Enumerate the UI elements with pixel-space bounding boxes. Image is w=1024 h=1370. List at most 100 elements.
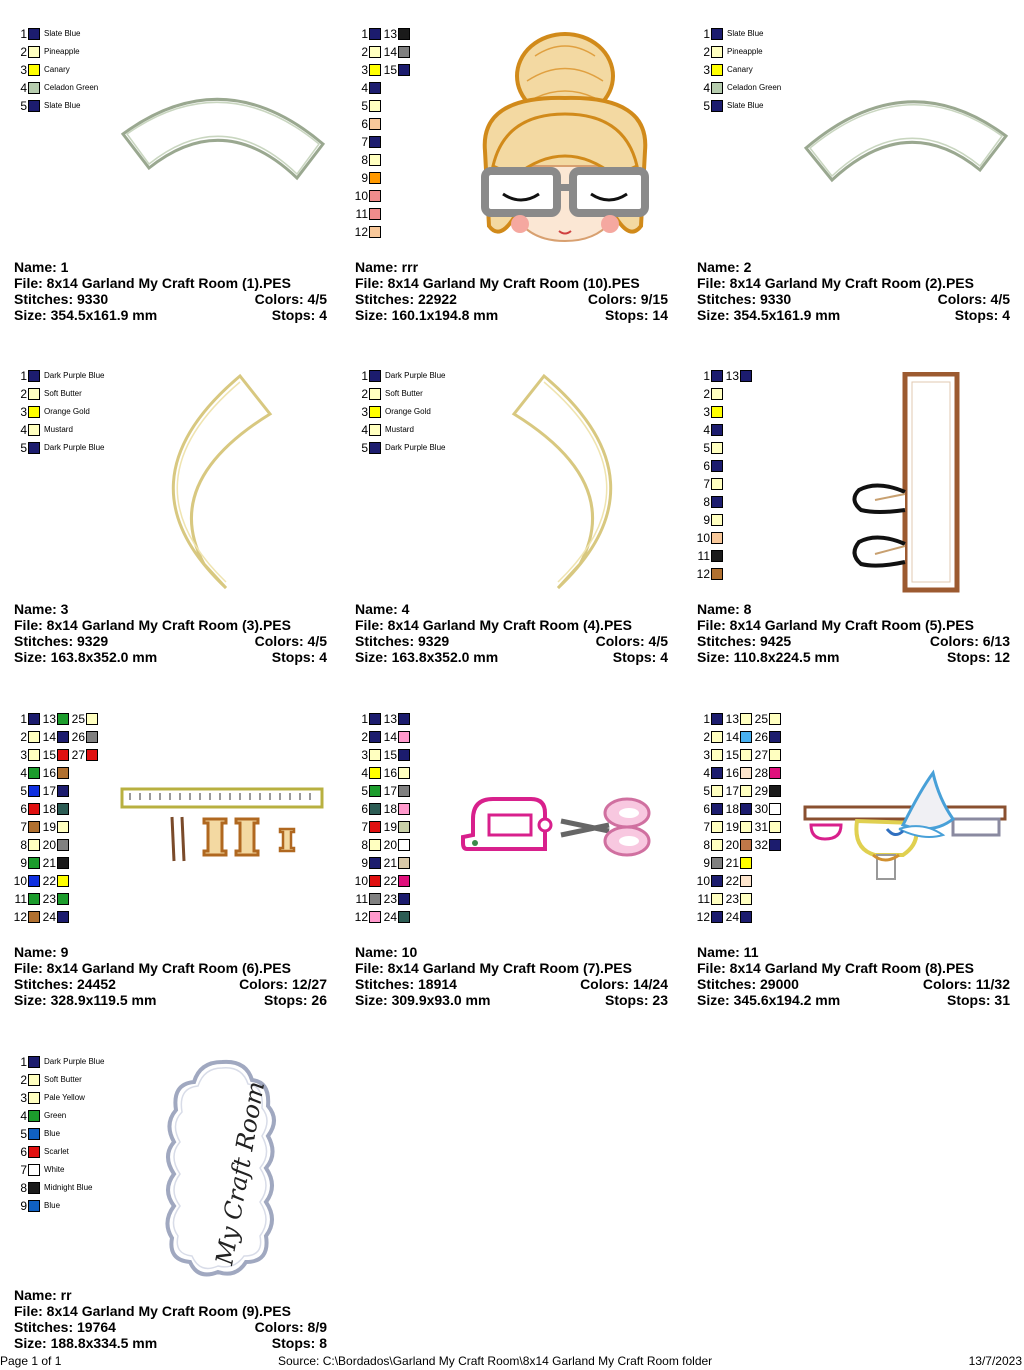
color-swatch [740, 893, 752, 905]
color-index: 2 [361, 387, 368, 401]
color-index: 2 [703, 387, 710, 401]
design-colors: Colors: 9/15 [587, 291, 668, 307]
color-index: 21 [725, 856, 739, 870]
color-index: 5 [20, 441, 27, 455]
design-name: Name: 9 [14, 944, 69, 960]
color-index: 15 [383, 63, 397, 77]
color-index: 10 [13, 874, 27, 888]
design-preview-cloud-sign: My Craft Room [165, 1059, 276, 1277]
color-name: Dark Purple Blue [44, 1057, 105, 1066]
color-swatch [28, 28, 40, 40]
color-index: 12 [13, 910, 27, 924]
color-index: 23 [725, 892, 739, 906]
design-stitches: Stitches: 29000 [697, 976, 799, 992]
color-swatch [28, 82, 40, 94]
design-colors: Colors: 4/5 [254, 633, 327, 649]
color-swatch [369, 731, 381, 743]
design-stops: Stops: 4 [271, 307, 327, 323]
color-index: 6 [703, 802, 710, 816]
color-index: 7 [703, 477, 710, 491]
design-size: Size: 354.5x161.9 mm [697, 307, 841, 323]
color-index: 24 [42, 910, 56, 924]
color-index: 12 [696, 910, 710, 924]
color-swatch [769, 767, 781, 779]
color-index: 3 [703, 748, 710, 762]
color-index: 8 [20, 1181, 27, 1195]
design-colors: Colors: 6/13 [929, 633, 1010, 649]
design-colors: Colors: 8/9 [254, 1319, 327, 1335]
color-swatch [711, 857, 723, 869]
design-stitches: Stitches: 9329 [355, 633, 450, 649]
color-name: Green [44, 1111, 67, 1120]
color-swatch [57, 839, 69, 851]
color-swatch [28, 1146, 40, 1158]
color-index: 2 [361, 45, 368, 59]
color-index: 4 [20, 423, 27, 437]
color-swatch [740, 839, 752, 851]
color-index: 5 [703, 441, 710, 455]
color-swatch [711, 749, 723, 761]
color-swatch [369, 424, 381, 436]
color-swatch [28, 64, 40, 76]
color-swatch [740, 857, 752, 869]
color-index: 5 [703, 99, 710, 113]
color-name: Scarlet [44, 1147, 69, 1156]
color-swatch [711, 82, 723, 94]
color-index: 14 [383, 730, 397, 744]
color-swatch [369, 208, 381, 220]
color-index: 3 [361, 405, 368, 419]
color-swatch [398, 857, 410, 869]
color-index: 4 [20, 766, 27, 780]
color-swatch [711, 731, 723, 743]
color-swatch [369, 388, 381, 400]
color-name: Celadon Green [727, 83, 782, 92]
design-colors: Colors: 11/32 [922, 976, 1010, 992]
color-index: 1 [703, 27, 710, 41]
color-swatch [369, 839, 381, 851]
color-swatch [711, 713, 723, 725]
color-index: 24 [725, 910, 739, 924]
color-swatch [28, 370, 40, 382]
color-swatch [398, 911, 410, 923]
color-swatch [398, 839, 410, 851]
color-index: 16 [725, 766, 739, 780]
color-index: 7 [361, 135, 368, 149]
color-swatch [769, 785, 781, 797]
color-index: 7 [361, 820, 368, 834]
color-index: 2 [20, 730, 27, 744]
color-index: 11 [697, 549, 710, 563]
color-index: 1 [703, 712, 710, 726]
color-swatch [28, 46, 40, 58]
color-index: 6 [703, 459, 710, 473]
color-index: 4 [361, 423, 368, 437]
color-name: Orange Gold [385, 407, 431, 416]
color-swatch [28, 1074, 40, 1086]
color-name: Slate Blue [44, 29, 81, 38]
design-name: Name: rrr [355, 259, 419, 275]
color-index: 25 [754, 712, 768, 726]
design-info: Name: 10 File: 8x14 Garland My Craft Roo… [355, 944, 668, 1008]
design-info: Name: 8 File: 8x14 Garland My Craft Room… [697, 601, 1010, 665]
color-swatch [28, 1092, 40, 1104]
color-swatch [711, 767, 723, 779]
color-swatch [711, 893, 723, 905]
color-swatch [740, 713, 752, 725]
color-index: 10 [354, 189, 368, 203]
design-name: Name: 3 [14, 601, 69, 617]
design-preview-arc [120, 97, 326, 181]
design-preview-craft-tools [803, 769, 1007, 880]
color-index: 9 [361, 171, 368, 185]
color-index: 18 [42, 802, 56, 816]
color-swatch [369, 749, 381, 761]
design-file: File: 8x14 Garland My Craft Room (1).PES [14, 275, 291, 291]
color-index: 3 [361, 748, 368, 762]
source-path: Source: C:\Bordados\Garland My Craft Roo… [278, 1354, 713, 1368]
design-file: File: 8x14 Garland My Craft Room (2).PES [697, 275, 974, 291]
color-index: 6 [20, 802, 27, 816]
color-swatch [28, 893, 40, 905]
color-swatch [369, 911, 381, 923]
color-index: 27 [754, 748, 768, 762]
design-file: File: 8x14 Garland My Craft Room (7).PES [355, 960, 632, 976]
